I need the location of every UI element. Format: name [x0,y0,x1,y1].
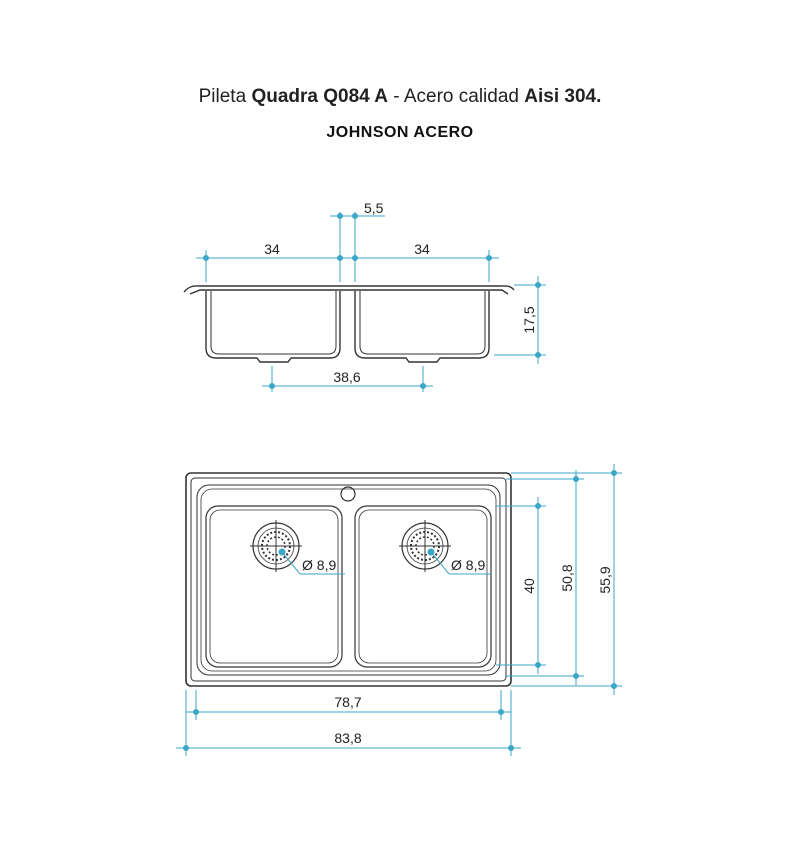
faucet-hole [340,486,356,502]
drain-left [250,520,302,572]
dim-depth: 17,5 [521,306,537,333]
dim-drain-left: Ø 8,9 [302,557,336,573]
dim-outer-depth: 55,9 [597,566,613,593]
sink-outer-rim [185,472,512,687]
title-model: Quadra Q084 A [251,86,389,107]
title-part-3: - Acero calidad [388,86,525,107]
dim-inner-depth: 50,8 [559,564,575,591]
section-rim-inner [189,289,509,295]
dim-drain-right: Ø 8,9 [451,557,485,573]
section-bowl-left [205,291,341,363]
diagram-title: Pileta Quadra Q084 A - Acero calidad Ais… [0,86,800,108]
dim-bowl-depth: 40 [521,578,537,594]
plan-view [185,472,512,687]
plan-bowl-left [205,505,343,668]
drain-right [399,520,451,572]
section-rim [183,285,515,293]
dim-outer-width: 83,8 [334,730,361,746]
title-part-1: Pileta [198,86,252,107]
dim-drain-spacing: 38,6 [333,369,360,385]
dim-divider: 5,5 [364,200,384,216]
plan-dimensions [176,464,622,756]
dim-bowl-right: 34 [414,241,430,257]
dim-bowl-left: 34 [264,241,280,257]
plan-bowl-right [354,505,492,668]
sink-inner-tray [196,484,501,676]
section-bowl-right [354,291,490,363]
section-dimensions [196,212,546,392]
brand-name: JOHNSON ACERO [326,124,474,141]
section-view [183,285,515,363]
title-material: Aisi 304. [524,86,602,107]
dim-inner-width: 78,7 [334,694,361,710]
